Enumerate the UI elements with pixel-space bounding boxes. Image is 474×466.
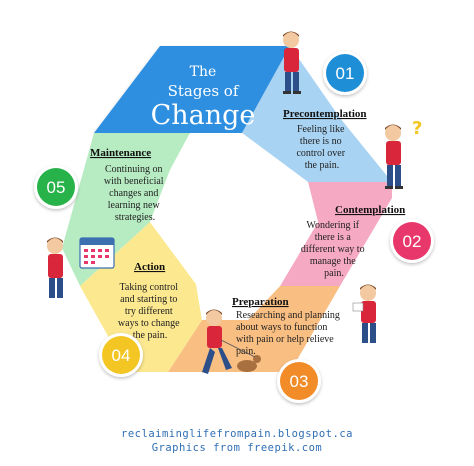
person-calendar-illustration xyxy=(47,237,115,298)
stage-desc: Taking control and starting to try diffe… xyxy=(118,282,182,341)
stage-maintenance: Maintenance Continuing on with beneficia… xyxy=(90,147,166,223)
stage-action: Action Taking control and starting to tr… xyxy=(118,261,182,341)
stage-precontemplation: Precontemplation Feeling like there is n… xyxy=(283,108,367,171)
segment-contemplation xyxy=(280,182,392,286)
badge-number: 03 xyxy=(290,372,309,391)
title-line-2: Stages of xyxy=(168,82,240,100)
badge-01: 01 xyxy=(323,51,367,95)
stage-contemplation: Contemplation Wondering if there is a di… xyxy=(301,204,405,279)
title-line-3: Change xyxy=(151,100,256,131)
person-standing-illustration xyxy=(283,31,301,94)
badge-number: 02 xyxy=(403,232,422,251)
segment-precontemplation xyxy=(242,46,392,182)
person-walking-dog-illustration xyxy=(202,309,261,374)
badge-number: 05 xyxy=(47,178,66,197)
stage-title: Contemplation xyxy=(335,204,405,216)
stage-desc: Researching and planning about ways to f… xyxy=(236,310,342,357)
stage-title: Maintenance xyxy=(90,147,151,159)
badge-02: 02 xyxy=(390,219,434,263)
stage-preparation: Preparation Researching and planning abo… xyxy=(232,296,342,357)
badge-03: 03 xyxy=(277,359,321,403)
stage-desc: Continuing on with beneficial changes an… xyxy=(104,164,166,223)
stage-title: Preparation xyxy=(232,296,289,308)
dog-icon xyxy=(237,360,257,372)
title-line-1: The xyxy=(190,64,217,80)
question-mark-icon: ? xyxy=(412,118,422,139)
footer-blog-link[interactable]: reclaiminglifefrompain.blogspot.ca xyxy=(121,428,353,440)
main-title: The Stages of Change xyxy=(151,64,256,131)
person-confused-illustration: ? xyxy=(385,118,422,189)
stage-title: Precontemplation xyxy=(283,108,367,120)
badge-04: 04 xyxy=(99,333,143,377)
inner-hole xyxy=(150,133,318,320)
title-segment xyxy=(94,46,290,133)
stage-desc: Wondering if there is a different way to… xyxy=(301,220,367,279)
person-reading-illustration xyxy=(352,284,376,343)
calendar-icon xyxy=(79,237,115,269)
badge-05: 05 xyxy=(34,165,78,209)
stage-title: Action xyxy=(134,261,165,273)
badge-number: 04 xyxy=(112,346,131,365)
stage-desc: Feeling like there is no control over th… xyxy=(296,124,347,171)
badge-number: 01 xyxy=(336,64,355,83)
footer-credit: Graphics from freepik.com xyxy=(152,442,323,454)
